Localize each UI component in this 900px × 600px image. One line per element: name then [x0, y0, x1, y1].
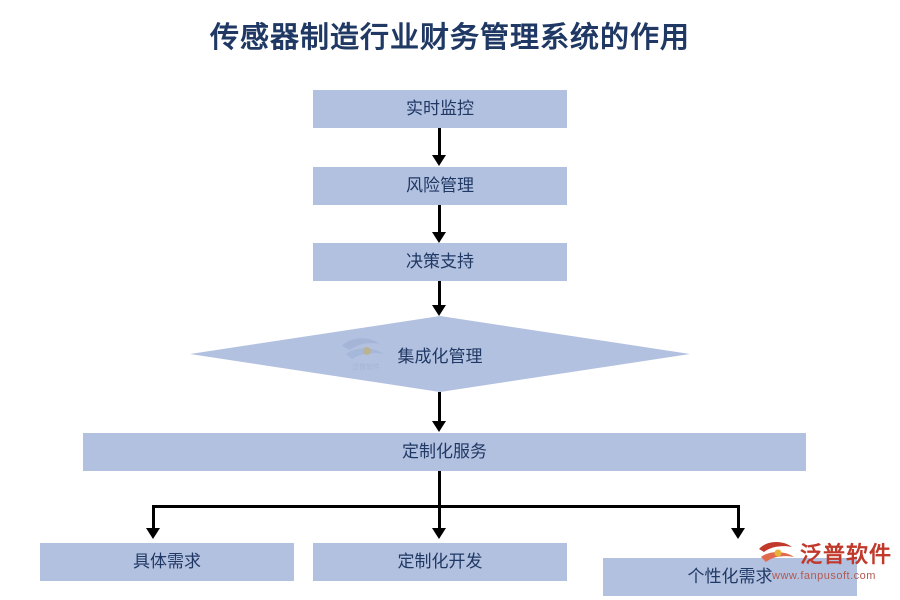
node-custom-service-label: 定制化服务 — [402, 441, 487, 461]
node-integrated-label: 集成化管理 — [397, 346, 483, 366]
svg-text:泛普软件: 泛普软件 — [352, 362, 380, 371]
node-personalized-need[interactable]: 个性化需求 — [603, 558, 857, 596]
center-watermark-icon: 泛普软件 — [336, 332, 396, 374]
node-specific-need[interactable]: 具体需求 — [40, 543, 294, 581]
node-custom-service[interactable]: 定制化服务 — [83, 433, 806, 471]
node-risk-label: 风险管理 — [406, 175, 474, 195]
arrowhead-integrated-custom — [432, 421, 446, 432]
arrowhead-monitor-risk — [432, 155, 446, 166]
connector-custom-bus — [152, 505, 740, 508]
node-personalized-need-label: 个性化需求 — [687, 566, 773, 586]
node-monitor[interactable]: 实时监控 — [313, 90, 567, 128]
connector-custom-dev — [438, 505, 441, 530]
connector-custom-personal — [737, 505, 740, 530]
arrowhead-custom-personal — [731, 528, 745, 539]
arrowhead-custom-dev — [432, 528, 446, 539]
connector-monitor-risk — [438, 128, 441, 156]
node-risk[interactable]: 风险管理 — [313, 167, 567, 205]
node-decision[interactable]: 决策支持 — [313, 243, 567, 281]
arrowhead-custom-need — [146, 528, 160, 539]
connector-integrated-custom — [438, 392, 441, 422]
node-monitor-label: 实时监控 — [406, 98, 474, 118]
arrowhead-risk-decision — [432, 232, 446, 243]
node-specific-need-label: 具体需求 — [133, 551, 201, 571]
connector-custom-need — [152, 505, 155, 530]
page-title: 传感器制造行业财务管理系统的作用 — [209, 22, 690, 54]
arrowhead-decision-integrated — [432, 305, 446, 316]
node-decision-label: 决策支持 — [406, 251, 474, 271]
connector-custom-stem — [438, 471, 441, 507]
connector-risk-decision — [438, 205, 441, 233]
node-integrated[interactable]: 集成化管理 — [190, 316, 690, 392]
connector-decision-integrated — [438, 281, 441, 307]
node-custom-development-label: 定制化开发 — [397, 551, 483, 571]
node-custom-development[interactable]: 定制化开发 — [313, 543, 567, 581]
